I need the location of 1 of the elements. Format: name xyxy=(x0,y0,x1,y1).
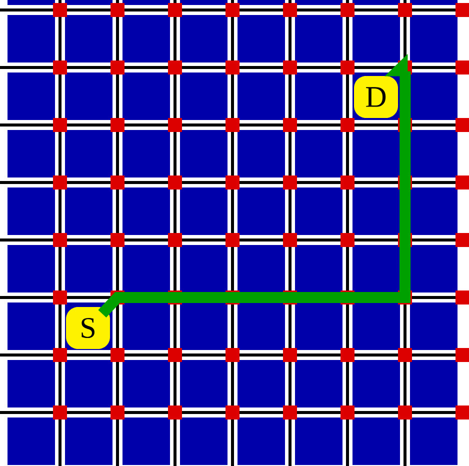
label-badge: D xyxy=(354,76,398,118)
